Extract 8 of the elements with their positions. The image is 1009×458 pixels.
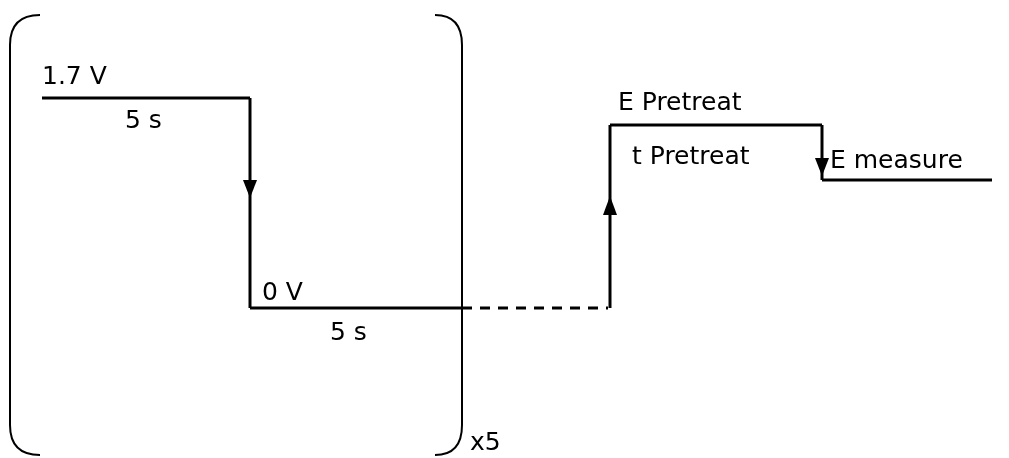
duration-label: t Pretreat [632, 142, 750, 170]
voltage-label: E Pretreat [618, 88, 742, 116]
voltage-label: E measure [830, 146, 963, 174]
voltage-label: 1.7 V [42, 62, 107, 90]
voltage-label: 0 V [262, 278, 303, 306]
duration-label: 5 s [330, 318, 367, 346]
repeat-label: x5 [470, 428, 501, 456]
duration-label: 5 s [125, 106, 162, 134]
